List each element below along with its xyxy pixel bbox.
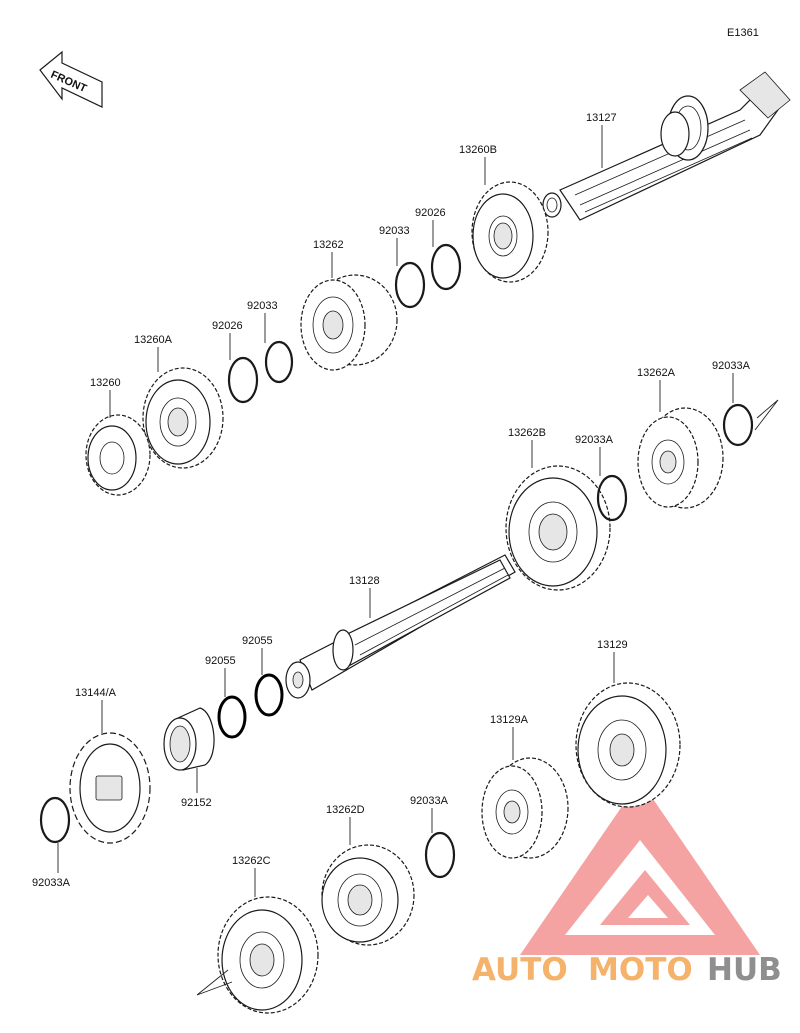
ring-92033A-right	[722, 403, 754, 447]
gear-13262B	[505, 465, 611, 591]
gear-13262A	[637, 407, 724, 509]
label-92033A-lower-left: 92033A	[32, 877, 71, 889]
label-13262B: 13262B	[508, 427, 546, 439]
watermark-logo	[520, 780, 760, 955]
label-13260: 13260	[90, 377, 121, 389]
label-92033-left: 92033	[247, 300, 278, 312]
ring-92033-upper	[394, 261, 426, 309]
ring-92033-left	[264, 340, 294, 384]
label-13127: 13127	[586, 112, 617, 124]
label-92033A-middle: 92033A	[575, 434, 614, 446]
ring-92055-left	[217, 695, 247, 739]
gear-13262C	[217, 896, 319, 1014]
label-92033A-right: 92033A	[712, 360, 751, 372]
axis-pointer-left	[196, 969, 233, 996]
gear-13260	[85, 414, 151, 496]
label-13144A: 13144/A	[75, 687, 117, 699]
label-92026-left: 92026	[212, 320, 243, 332]
label-92033-upper: 92033	[379, 225, 410, 237]
label-92055-left: 92055	[205, 655, 236, 667]
axis-pointer-right	[754, 399, 779, 431]
ring-92026-left	[227, 356, 259, 404]
diagram-code: E1361	[727, 27, 759, 39]
label-92033A-lower-middle: 92033A	[410, 795, 449, 807]
ring-92055-right	[254, 673, 284, 717]
label-13262A: 13262A	[637, 367, 676, 379]
label-92026-upper: 92026	[415, 207, 446, 219]
front-arrow-icon: FRONT	[39, 50, 103, 108]
ring-92033A-lower-middle	[424, 831, 456, 879]
bushing-92152	[163, 707, 215, 771]
ring-92033A-lower-left	[39, 796, 71, 844]
gear-13129	[575, 682, 681, 808]
label-13260B: 13260B	[459, 144, 497, 156]
label-13129A: 13129A	[490, 714, 529, 726]
gear-13260B	[471, 181, 549, 283]
gear-13129A	[481, 757, 569, 859]
label-13262D: 13262D	[326, 804, 365, 816]
label-92152: 92152	[181, 797, 212, 809]
watermark-text: AUTO MOTO HUB	[472, 952, 782, 988]
watermark-auto: AUTO	[472, 952, 568, 988]
gear-13260A	[142, 367, 224, 469]
shaft-13128	[285, 554, 516, 699]
ring-92033A-middle	[596, 474, 628, 522]
shaft-13127	[542, 71, 791, 221]
label-13260A: 13260A	[134, 334, 173, 346]
gear-13262	[300, 274, 398, 371]
label-13128: 13128	[349, 575, 380, 587]
watermark-moto: MOTO	[588, 952, 693, 988]
sprocket-13144A	[69, 732, 151, 844]
label-13262: 13262	[313, 239, 344, 251]
watermark-hub: HUB	[707, 952, 782, 988]
label-13262C: 13262C	[232, 855, 271, 867]
gear-13262D	[321, 844, 415, 946]
label-92055-right: 92055	[242, 635, 273, 647]
ring-92026-upper	[430, 243, 462, 291]
label-13129: 13129	[597, 639, 628, 651]
leader-lines	[57, 125, 734, 897]
